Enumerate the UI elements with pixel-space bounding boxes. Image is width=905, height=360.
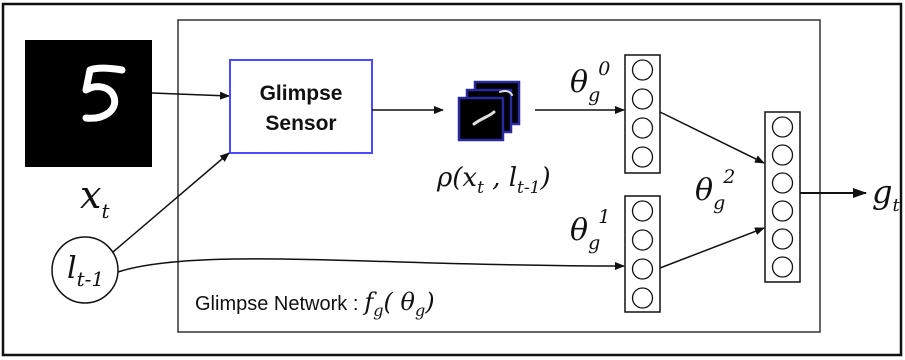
layer-theta1-units [631, 200, 654, 309]
location-node [51, 236, 119, 304]
theta0-label: θg0 [570, 58, 610, 106]
neuron-unit [631, 59, 654, 81]
input-image [25, 40, 152, 167]
neuron-unit [631, 117, 654, 139]
arrow-theta0-to-theta2 [659, 111, 765, 164]
neuron-unit [631, 146, 654, 168]
neuron-unit [631, 88, 654, 110]
arrow-location-to-theta1 [117, 258, 625, 273]
layer-theta0-units [631, 59, 654, 168]
arrow-image-to-sensor [151, 91, 230, 100]
glimpse-network-label: Glimpse Network :fg( θg) [195, 288, 435, 320]
output-label: gt [872, 173, 900, 216]
glimpse-patches [457, 80, 521, 142]
neuron-unit [631, 258, 654, 280]
arrow-theta1-to-theta2 [659, 227, 765, 269]
neuron-unit [771, 200, 794, 222]
glimpse-network-box [177, 19, 821, 333]
neuron-unit [771, 144, 794, 166]
location-label: lt-1 [67, 251, 104, 291]
neuron-unit [631, 200, 654, 222]
glimpse-sensor-box [229, 59, 373, 154]
neuron-unit [771, 172, 794, 194]
digit-five-icon [82, 64, 126, 122]
neuron-unit [631, 229, 654, 251]
arrow-location-to-sensor [112, 152, 230, 253]
neuron-unit [771, 256, 794, 278]
neuron-unit [771, 116, 794, 138]
glimpse-sensor-label-line1: Glimpse [260, 82, 343, 105]
theta2-label: θg2 [695, 166, 735, 214]
theta1-label: θg1 [570, 206, 610, 254]
neuron-unit [771, 228, 794, 250]
glimpse-representation-label: ρ(xt , lt-1) [436, 163, 551, 198]
input-label: xt [80, 173, 110, 223]
glimpse-sensor-label-line2: Sensor [265, 112, 336, 135]
neuron-unit [631, 287, 654, 309]
layer-theta2 [764, 111, 801, 283]
layer-theta2-units [771, 116, 794, 278]
